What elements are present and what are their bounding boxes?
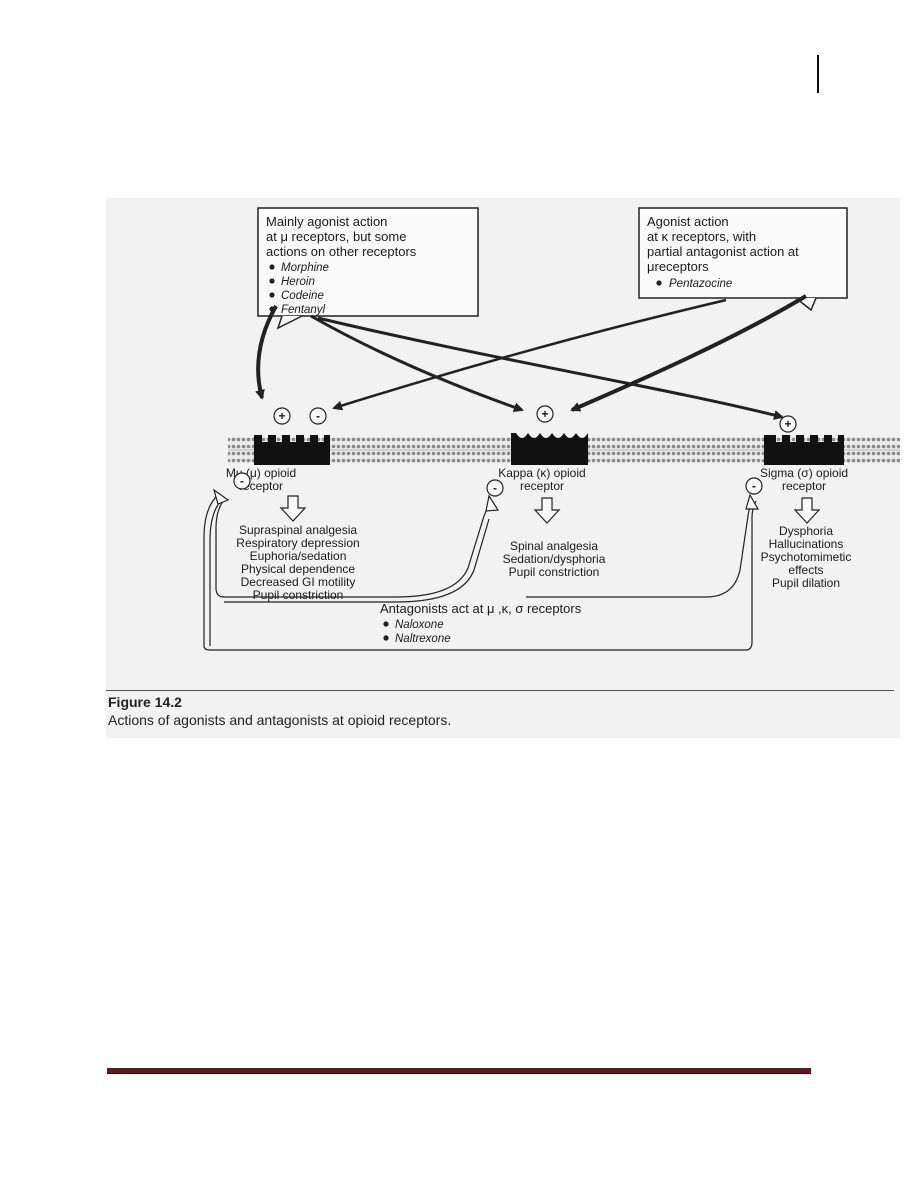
- bottom-signs: - - -: [233, 472, 763, 497]
- footer-divider: [107, 1068, 811, 1074]
- effect-item: Supraspinal analgesia: [239, 523, 357, 537]
- effect-arrows: [279, 495, 821, 524]
- effect-item: Respiratory depression: [236, 536, 359, 550]
- kappa-receptor-label: Kappa (κ) opioid: [498, 466, 585, 480]
- bullet-icon: [383, 621, 389, 627]
- antagonist-arrow-to-kappa-inner: [224, 518, 490, 603]
- minus-sign: -: [493, 481, 497, 495]
- left-box-line: at μ receptors, but some: [266, 229, 406, 244]
- bullet-icon: [269, 264, 275, 270]
- effect-item: Sedation/dysphoria: [503, 552, 606, 566]
- arrowhead-icon: [212, 488, 230, 505]
- antagonist-arrow-to-mu: [215, 499, 225, 598]
- arrow-left-to-mu: [255, 305, 278, 400]
- right-agonist-box: Agonist action at κ receptors, with part…: [638, 207, 848, 312]
- mu-receptor-shape: [254, 435, 330, 465]
- plus-sign: +: [784, 417, 791, 431]
- plus-sign: +: [541, 407, 548, 421]
- effect-item: Dysphoria: [779, 524, 833, 538]
- sigma-receptor-shape: [764, 435, 844, 465]
- drug-pentazocine: Pentazocine: [669, 278, 732, 290]
- antagonists-title: Antagonists act at μ ,κ, σ receptors: [380, 601, 582, 616]
- effect-item: Hallucinations: [769, 537, 844, 551]
- drug-naloxone: Naloxone: [395, 619, 444, 631]
- sigma-receptor-label: Sigma (σ) opioid: [760, 466, 848, 480]
- caption-divider: [106, 690, 894, 691]
- plus-sign: +: [278, 409, 285, 423]
- sigma-effect-arrow-icon: [793, 497, 821, 524]
- effect-item: Pupil constriction: [253, 588, 344, 602]
- kappa-effects: Spinal analgesia Sedation/dysphoria Pupi…: [503, 539, 606, 579]
- effect-item: Physical dependence: [241, 562, 355, 576]
- effect-item: Pupil dilation: [772, 576, 840, 590]
- opioid-receptor-diagram: Mainly agonist action at μ receptors, bu…: [203, 207, 900, 651]
- antagonist-arrowheads: [212, 488, 760, 512]
- effect-item: effects: [788, 563, 823, 577]
- bullet-icon: [383, 635, 389, 641]
- right-box-line: at κ receptors, with: [647, 229, 756, 244]
- agonist-arrows: [255, 294, 808, 420]
- figure-panel: Mainly agonist action at μ receptors, bu…: [106, 198, 900, 738]
- drug-morphine: Morphine: [281, 262, 329, 274]
- cell-membrane: [228, 433, 900, 465]
- drug-fentanyl: Fentanyl: [281, 304, 326, 316]
- sigma-effects: Dysphoria Hallucinations Psychotomimetic…: [761, 524, 852, 590]
- kappa-receptor-shape: [511, 433, 588, 465]
- figure-caption-title: Figure 14.2: [108, 694, 182, 710]
- arrow-left-to-kappa: [310, 314, 524, 413]
- minus-sign: -: [240, 474, 244, 488]
- arrow-right-to-mu: [332, 298, 727, 411]
- arrow-right-to-kappa: [570, 294, 808, 412]
- drug-codeine: Codeine: [281, 290, 324, 302]
- arrowhead-icon: [745, 493, 760, 510]
- right-box-line: partial antagonist action at: [647, 244, 799, 259]
- effect-item: Decreased GI motility: [241, 575, 356, 589]
- effect-item: Pupil constriction: [509, 565, 600, 579]
- drug-heroin: Heroin: [281, 276, 315, 288]
- right-box-line: μreceptors: [647, 259, 709, 274]
- effect-item: Euphoria/sedation: [250, 549, 347, 563]
- kappa-receptor-label: receptor: [520, 479, 564, 493]
- left-agonist-box: Mainly agonist action at μ receptors, bu…: [257, 207, 479, 330]
- right-box-line: Agonist action: [647, 214, 729, 229]
- left-box-line: Mainly agonist action: [266, 214, 387, 229]
- effect-item: Spinal analgesia: [510, 539, 598, 553]
- bullet-icon: [269, 278, 275, 284]
- figure-caption-text: Actions of agonists and antagonists at o…: [108, 712, 452, 728]
- minus-sign: -: [752, 479, 756, 493]
- left-box-line: actions on other receptors: [266, 244, 417, 259]
- bullet-icon: [656, 280, 662, 286]
- drug-naltrexone: Naltrexone: [395, 633, 451, 645]
- page-margin-mark: [817, 55, 819, 93]
- top-signs: + - + +: [273, 405, 797, 433]
- effect-item: Psychotomimetic: [761, 550, 852, 564]
- minus-sign: -: [316, 409, 320, 423]
- antagonist-arrow-outer-mu: [203, 494, 219, 646]
- bullet-icon: [269, 292, 275, 298]
- mu-effects: Supraspinal analgesia Respiratory depres…: [236, 523, 359, 602]
- arrow-left-to-sigma: [317, 316, 784, 420]
- sigma-receptor-label: receptor: [782, 479, 826, 493]
- kappa-effect-arrow-icon: [533, 497, 561, 524]
- mu-effect-arrow-icon: [279, 495, 307, 522]
- arrowhead-icon: [485, 494, 500, 512]
